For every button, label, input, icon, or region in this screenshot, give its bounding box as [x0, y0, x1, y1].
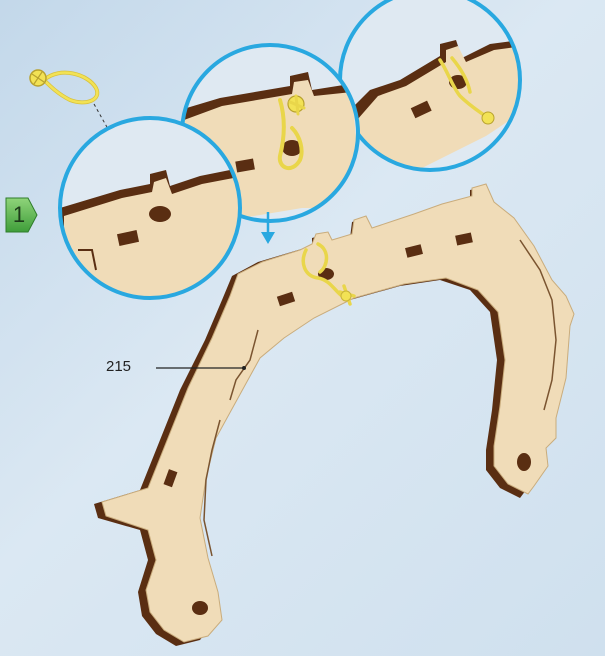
arrow-down-icon [261, 212, 275, 244]
step-number: 1 [12, 202, 26, 227]
knotted-cord-loop-icon [29, 69, 100, 105]
arch-inner-slot-line [203, 239, 557, 557]
arch-part-face [101, 183, 575, 643]
step-badge: 1 [4, 196, 38, 234]
arch-slot [405, 244, 423, 258]
arch-hole [517, 453, 531, 471]
arch-slot [455, 232, 473, 246]
arch-slot [276, 291, 296, 307]
arch-hole [192, 601, 208, 615]
knotted-cord-on-arch [301, 242, 356, 306]
detail-callout-3 [338, 0, 522, 172]
part-label-leader-dot [242, 366, 246, 370]
arch-slot [163, 469, 178, 488]
step-badge-shape [5, 197, 38, 233]
detail-callout-1 [58, 116, 242, 300]
part-number-label: 215 [106, 358, 132, 375]
